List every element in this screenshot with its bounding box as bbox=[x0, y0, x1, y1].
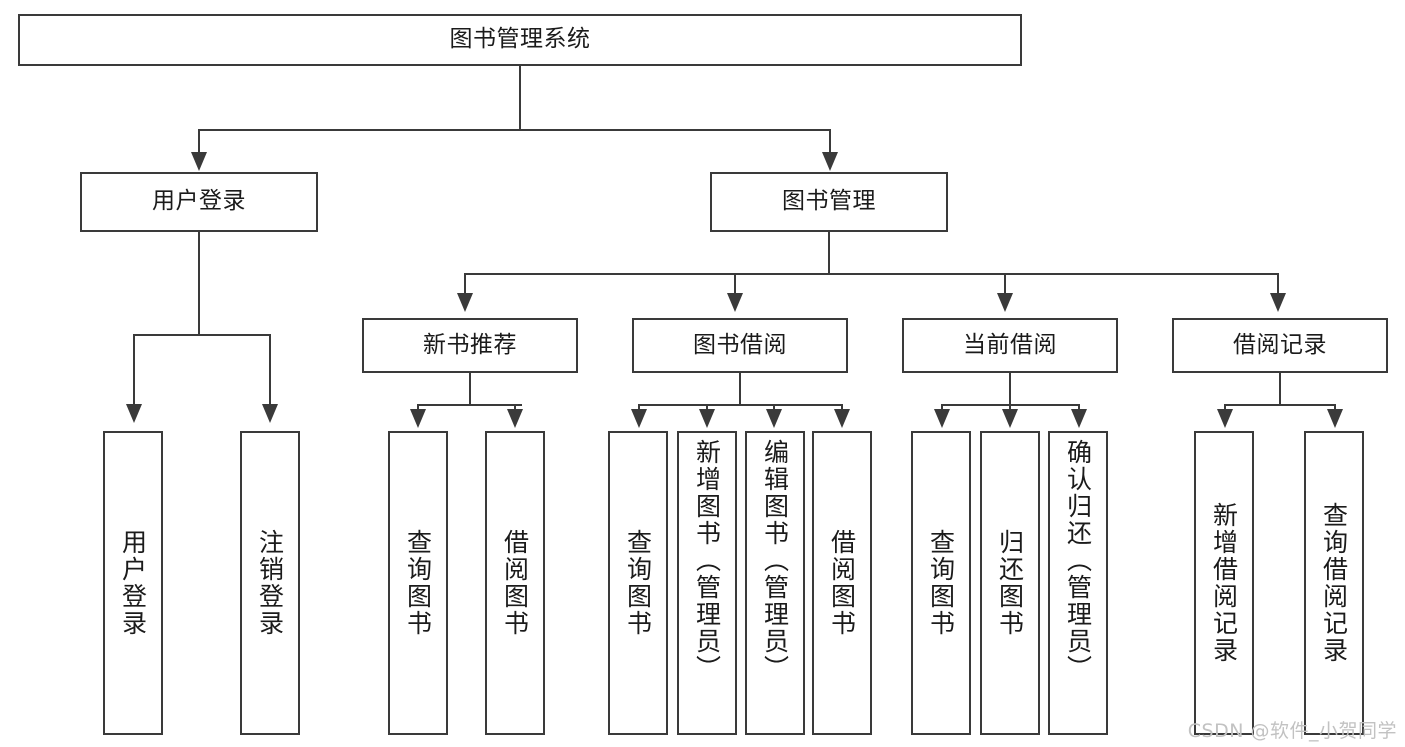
leaf-add-borrow-record[interactable]: 新增借阅记录 bbox=[1194, 431, 1254, 735]
connector-new-books-stem bbox=[469, 373, 471, 405]
arrowhead-book-mgmt-records bbox=[1270, 293, 1286, 312]
node-label: 用户登录 bbox=[118, 529, 148, 637]
node-label: 图书借阅 bbox=[693, 331, 787, 358]
connector-current-stem bbox=[1009, 373, 1011, 405]
leaf-query-borrow-record[interactable]: 查询借阅记录 bbox=[1304, 431, 1364, 735]
leaf-add-book-admin[interactable]: 新增图书（管理员） bbox=[677, 431, 737, 735]
node-label: 图书管理 bbox=[782, 188, 876, 215]
node-label: 当前借阅 bbox=[963, 331, 1057, 358]
node-label: 归还图书 bbox=[995, 529, 1025, 637]
connector-borrow-to-leaf-1 bbox=[638, 404, 640, 412]
connector-root-to-book-mgmt bbox=[829, 129, 831, 155]
node-label: 编辑图书（管理员） bbox=[760, 439, 790, 682]
arrowhead-current-leaf-2 bbox=[1002, 409, 1018, 428]
leaf-borrow-books[interactable]: 借阅图书 bbox=[812, 431, 872, 735]
leaf-user-login[interactable]: 用户登录 bbox=[103, 431, 163, 735]
leaf-logout[interactable]: 注销登录 bbox=[240, 431, 300, 735]
node-label: 借阅图书 bbox=[500, 529, 530, 637]
connector-new-books-to-leaf-2 bbox=[514, 404, 516, 412]
arrowhead-current-leaf-3 bbox=[1071, 409, 1087, 428]
node-label: 借阅记录 bbox=[1233, 331, 1327, 358]
connector-user-login-bar bbox=[133, 334, 270, 336]
leaf-query-books-recommend[interactable]: 查询图书 bbox=[388, 431, 448, 735]
node-label: 图书管理系统 bbox=[449, 26, 591, 53]
node-label: 查询图书 bbox=[926, 529, 956, 637]
node-book-management[interactable]: 图书管理 bbox=[710, 172, 948, 232]
node-current-borrow[interactable]: 当前借阅 bbox=[902, 318, 1118, 373]
connector-book-mgmt-bar bbox=[464, 273, 1278, 275]
connector-borrow-to-leaf-2 bbox=[706, 404, 708, 412]
leaf-edit-book-admin[interactable]: 编辑图书（管理员） bbox=[745, 431, 805, 735]
arrowhead-new-books-leaf-2 bbox=[507, 409, 523, 428]
node-label: 查询图书 bbox=[623, 529, 653, 637]
connector-user-login-stem bbox=[198, 232, 200, 335]
node-user-login[interactable]: 用户登录 bbox=[80, 172, 318, 232]
leaf-return-book[interactable]: 归还图书 bbox=[980, 431, 1040, 735]
connector-user-login-to-leaf-1 bbox=[133, 334, 135, 407]
connector-records-to-leaf-1 bbox=[1224, 404, 1226, 412]
node-borrow-records[interactable]: 借阅记录 bbox=[1172, 318, 1388, 373]
leaf-confirm-return-admin[interactable]: 确认归还（管理员） bbox=[1048, 431, 1108, 735]
node-label: 新增借阅记录 bbox=[1209, 502, 1239, 664]
arrowhead-current-leaf-1 bbox=[934, 409, 950, 428]
arrowhead-new-books-leaf-1 bbox=[410, 409, 426, 428]
connector-book-mgmt-to-records bbox=[1277, 273, 1279, 296]
connector-current-to-leaf-3 bbox=[1078, 404, 1080, 412]
node-label: 新书推荐 bbox=[423, 331, 517, 358]
connector-book-mgmt-to-borrow bbox=[734, 273, 736, 296]
connector-borrow-to-leaf-4 bbox=[841, 404, 843, 412]
csdn-watermark: CSDN @软件_小贺同学 bbox=[1187, 720, 1397, 742]
node-book-borrow[interactable]: 图书借阅 bbox=[632, 318, 848, 373]
node-label: 用户登录 bbox=[152, 188, 246, 215]
arrowhead-records-leaf-2 bbox=[1327, 409, 1343, 428]
arrowhead-user-login-leaf-2 bbox=[262, 404, 278, 423]
connector-book-mgmt-to-current bbox=[1004, 273, 1006, 296]
arrowhead-user-login-leaf-1 bbox=[126, 404, 142, 423]
connector-records-to-leaf-2 bbox=[1334, 404, 1336, 412]
connector-current-to-leaf-2 bbox=[1009, 404, 1011, 412]
connector-new-books-to-leaf-1 bbox=[417, 404, 419, 412]
connector-root-bar bbox=[198, 129, 830, 131]
connector-borrow-bar bbox=[638, 404, 842, 406]
connector-records-bar bbox=[1224, 404, 1336, 406]
node-label: 借阅图书 bbox=[827, 529, 857, 637]
connector-borrow-stem bbox=[739, 373, 741, 405]
leaf-query-books-borrow[interactable]: 查询图书 bbox=[608, 431, 668, 735]
connector-borrow-to-leaf-3 bbox=[773, 404, 775, 412]
node-label: 查询图书 bbox=[403, 529, 433, 637]
connector-root-to-user-login bbox=[198, 129, 200, 155]
node-label: 查询借阅记录 bbox=[1319, 502, 1349, 664]
arrowhead-borrow-leaf-3 bbox=[766, 409, 782, 428]
connector-records-stem bbox=[1279, 373, 1281, 405]
arrowhead-borrow-leaf-1 bbox=[631, 409, 647, 428]
connector-user-login-to-leaf-2 bbox=[269, 334, 271, 407]
connector-book-mgmt-to-new-books bbox=[464, 273, 466, 296]
connector-new-books-bar bbox=[417, 404, 522, 406]
arrowhead-book-mgmt-new-books bbox=[457, 293, 473, 312]
node-new-book-recommend[interactable]: 新书推荐 bbox=[362, 318, 578, 373]
arrowhead-book-mgmt-borrow bbox=[727, 293, 743, 312]
arrowhead-borrow-leaf-4 bbox=[834, 409, 850, 428]
connector-root-stem bbox=[519, 66, 521, 130]
connector-current-to-leaf-1 bbox=[941, 404, 943, 412]
node-label: 新增图书（管理员） bbox=[692, 439, 722, 682]
arrowhead-book-mgmt-current bbox=[997, 293, 1013, 312]
arrowhead-borrow-leaf-2 bbox=[699, 409, 715, 428]
leaf-query-books-current[interactable]: 查询图书 bbox=[911, 431, 971, 735]
leaf-borrow-books-recommend[interactable]: 借阅图书 bbox=[485, 431, 545, 735]
arrowhead-root-to-user-login bbox=[191, 152, 207, 171]
node-root-system[interactable]: 图书管理系统 bbox=[18, 14, 1022, 66]
connector-book-mgmt-stem bbox=[828, 232, 830, 274]
arrowhead-records-leaf-1 bbox=[1217, 409, 1233, 428]
node-label: 确认归还（管理员） bbox=[1063, 439, 1093, 682]
arrowhead-root-to-book-mgmt bbox=[822, 152, 838, 171]
node-label: 注销登录 bbox=[255, 529, 285, 637]
